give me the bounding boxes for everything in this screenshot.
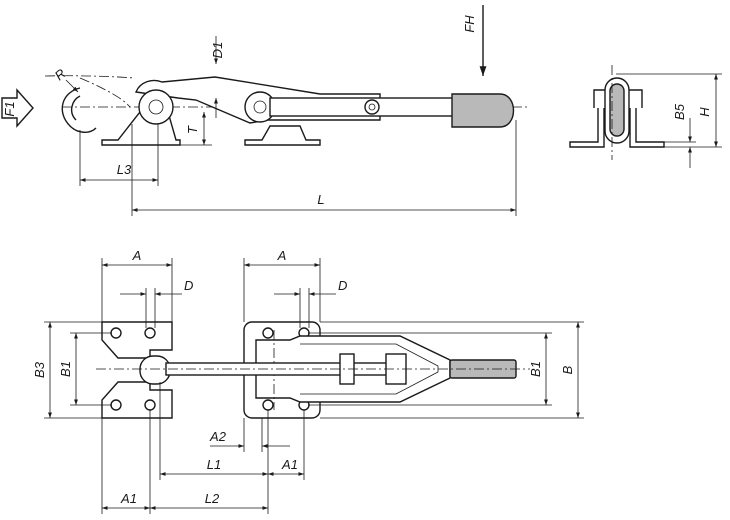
end-view: H B5	[569, 65, 722, 168]
label-r: R	[52, 66, 69, 84]
top-view: A D A D B3 B1 B1 B	[32, 248, 584, 514]
end-base-left	[569, 101, 605, 148]
hole	[144, 399, 156, 411]
label-t: T	[185, 125, 200, 134]
hole	[110, 327, 122, 339]
label-h: H	[697, 107, 712, 117]
label-a1-right: A1	[281, 457, 298, 472]
side-view: D1 T R L3 L FH F1	[1, 5, 530, 216]
label-a1-left: A1	[120, 491, 137, 506]
left-plate-top	[101, 321, 173, 359]
left-plate-bottom	[101, 381, 173, 419]
label-b1-left: B1	[58, 361, 73, 377]
label-b3: B3	[32, 361, 47, 378]
right-base	[244, 125, 321, 146]
label-l2: L2	[205, 491, 220, 506]
label-a2: A2	[209, 429, 227, 444]
label-d1: D1	[210, 42, 225, 59]
hole	[144, 327, 156, 339]
label-d-left: D	[184, 278, 193, 293]
open-position-line	[44, 75, 136, 79]
label-a-left: A	[132, 248, 142, 263]
label-b5: B5	[672, 103, 687, 120]
label-b1-right: B1	[528, 361, 543, 377]
label-a-right: A	[277, 248, 287, 263]
label-l1: L1	[207, 457, 221, 472]
label-l: L	[317, 192, 324, 207]
handle-grip	[451, 93, 515, 128]
hole	[262, 399, 274, 411]
f1-force-arrow	[1, 88, 34, 128]
label-fh: FH	[462, 15, 477, 33]
label-f1: F1	[2, 101, 17, 116]
end-base-right	[629, 101, 665, 148]
label-d-right: D	[338, 278, 347, 293]
rod-nut	[364, 99, 380, 115]
hook	[61, 87, 97, 133]
label-b: B	[560, 365, 575, 374]
front-pivot	[138, 89, 174, 125]
rod	[269, 97, 455, 117]
hole	[110, 399, 122, 411]
label-l3: L3	[117, 162, 132, 177]
hole	[262, 327, 274, 339]
